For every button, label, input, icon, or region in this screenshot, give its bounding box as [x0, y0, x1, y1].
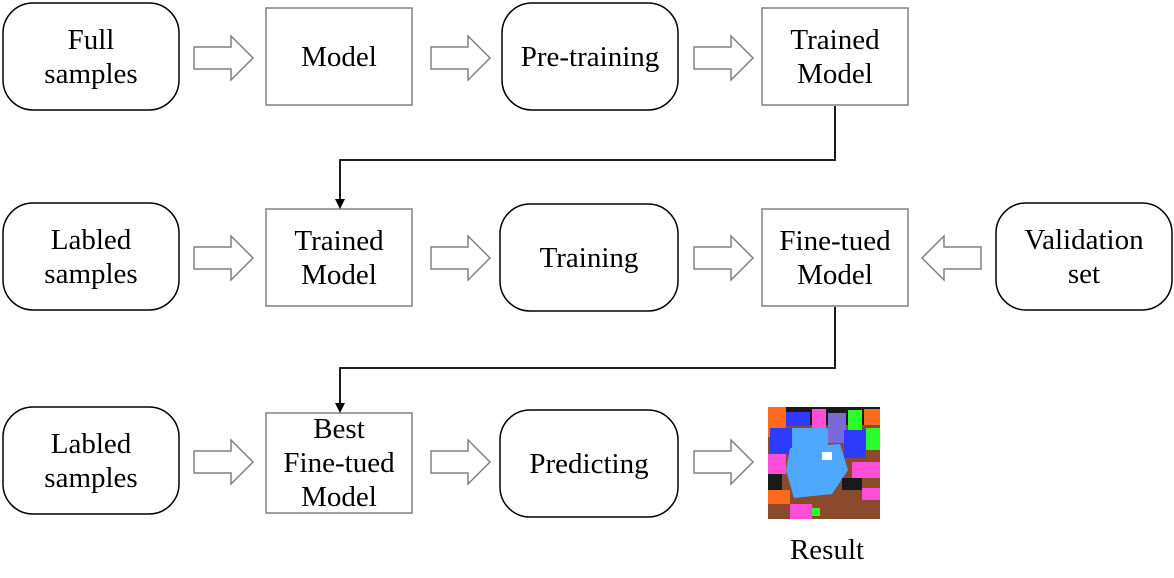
node-training-box [499, 203, 679, 312]
node-labled-samples-1-label: Labled samples [44, 223, 138, 290]
node-validation-set-box [995, 202, 1173, 311]
node-full-samples-box [2, 2, 180, 111]
node-pretraining-box [501, 2, 679, 111]
node-full-samples-label: Full samples [44, 23, 138, 90]
node-trained-model-2-label: Trained Model [294, 224, 384, 291]
block-arrow-7-left [920, 234, 982, 282]
node-trained-model-1-box [761, 7, 909, 106]
block-arrow-5 [430, 234, 492, 282]
node-best-finetuned-model-box [265, 412, 413, 514]
node-labled-samples-1-box [2, 202, 180, 311]
node-validation-set-label: Validation set [1024, 223, 1144, 290]
result-caption: Result [789, 534, 865, 566]
node-trained-model-1-label: Trained Model [790, 23, 880, 90]
node-model-box [265, 7, 413, 106]
result-image [768, 407, 880, 519]
connector-row1-to-row2 [335, 106, 836, 209]
block-arrow-9 [430, 438, 492, 486]
node-labled-samples-2-box [2, 406, 180, 515]
block-arrow-4 [193, 234, 255, 282]
node-predicting-box [499, 409, 679, 518]
block-arrow-8 [193, 438, 255, 486]
block-arrow-6 [693, 234, 755, 282]
node-finetuned-model-label: Fine-tued Model [779, 224, 891, 291]
node-best-finetuned-model-label: Best Fine-tued Model [283, 413, 395, 513]
node-labled-samples-2-label: Labled samples [44, 427, 138, 494]
node-predicting-label: Predicting [529, 447, 649, 480]
node-finetuned-model-box [761, 208, 909, 307]
block-arrow-2 [430, 34, 492, 82]
node-pretraining-label: Pre-training [520, 40, 660, 73]
block-arrow-3 [693, 34, 755, 82]
node-training-label: Training [539, 241, 639, 274]
node-model-label: Model [301, 40, 377, 73]
connector-row2-to-row3 [335, 307, 836, 413]
node-trained-model-2-box [265, 208, 413, 307]
block-arrow-10 [693, 438, 755, 486]
block-arrow-1 [193, 34, 255, 82]
